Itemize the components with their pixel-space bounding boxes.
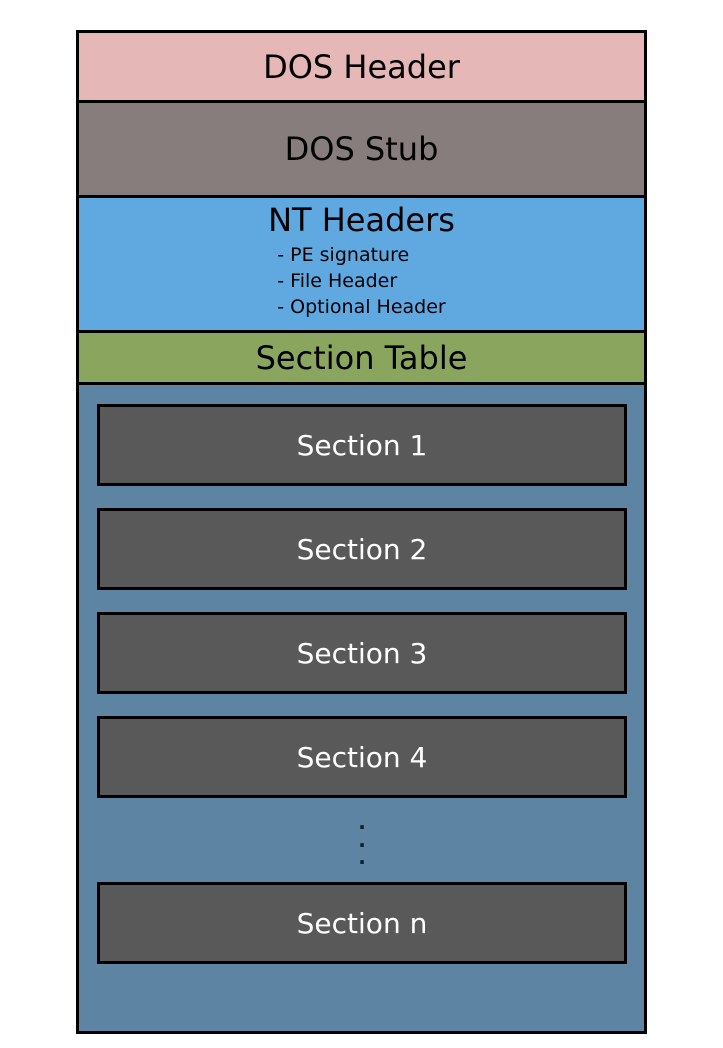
nt-headers-block: NT Headers - PE signature - File Header …	[79, 198, 644, 333]
section-1-block: Section 1	[97, 404, 627, 486]
ellipsis-dot: .	[358, 810, 366, 834]
section-3-block: Section 3	[97, 612, 627, 694]
section-3-label: Section 3	[296, 636, 428, 670]
nt-subitem-optional-header: - Optional Header	[277, 296, 446, 318]
section-table-label: Section Table	[255, 338, 468, 377]
section-n-label: Section n	[296, 906, 428, 940]
ellipsis-dot: .	[358, 827, 366, 852]
sections-container: Section 1 Section 2 Section 3 Section 4 …	[79, 385, 644, 1031]
dos-stub-block: DOS Stub	[79, 103, 644, 198]
dos-stub-label: DOS Stub	[284, 130, 439, 168]
dos-header-block: DOS Header	[79, 33, 644, 103]
nt-headers-label: NT Headers	[268, 201, 455, 239]
nt-headers-sublist: - PE signature - File Header - Optional …	[277, 242, 445, 320]
section-1-label: Section 1	[296, 428, 428, 462]
section-2-block: Section 2	[97, 508, 627, 590]
nt-subitem-pe-signature: - PE signature	[277, 244, 410, 266]
dos-header-label: DOS Header	[263, 47, 460, 86]
section-n-block: Section n	[97, 882, 627, 964]
vertical-ellipsis: . . .	[97, 810, 627, 869]
pe-file-structure-diagram: DOS Header DOS Stub NT Headers - PE sign…	[76, 30, 647, 1034]
nt-subitem-file-header: - File Header	[277, 270, 398, 292]
section-4-label: Section 4	[296, 740, 428, 774]
ellipsis-dot: .	[358, 845, 366, 869]
section-4-block: Section 4	[97, 716, 627, 798]
section-2-label: Section 2	[296, 532, 428, 566]
section-table-block: Section Table	[79, 333, 644, 385]
